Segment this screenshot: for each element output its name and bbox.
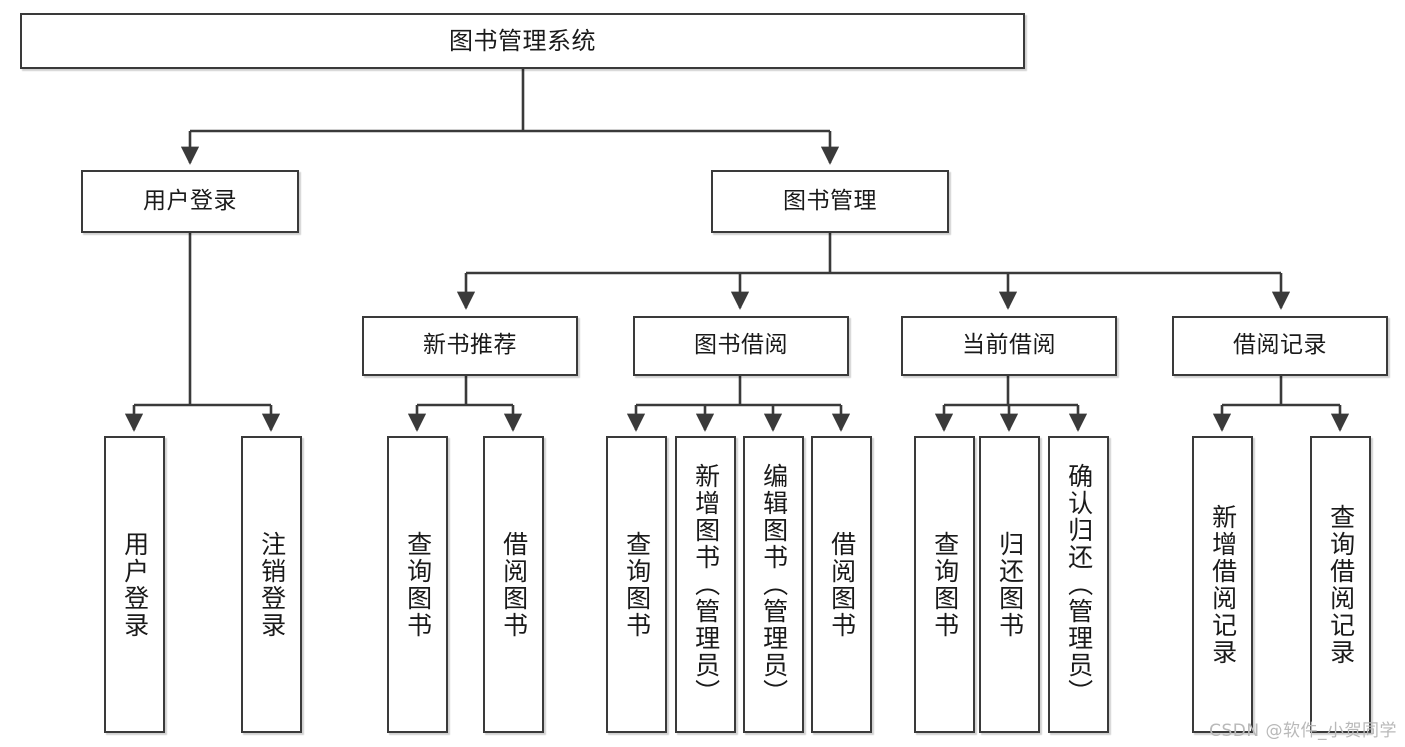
node-book-management[interactable]: 图书管理 — [711, 170, 949, 233]
node-label: 图书管理 — [783, 187, 877, 214]
node-new-book-recommend[interactable]: 新书推荐 — [362, 316, 578, 376]
leaf-current-borrow-confirm-return[interactable]: 确认归还（管理员） — [1048, 436, 1109, 733]
leaf-current-borrow-query[interactable]: 查询图书 — [914, 436, 975, 733]
node-borrow-record[interactable]: 借阅记录 — [1172, 316, 1388, 376]
node-label: 当前借阅 — [962, 332, 1056, 359]
node-label: 查询借阅记录 — [1326, 503, 1356, 666]
node-label: 注销登录 — [257, 530, 287, 639]
node-label: 图书借阅 — [694, 332, 788, 359]
leaf-borrow-record-query[interactable]: 查询借阅记录 — [1310, 436, 1371, 733]
leaf-borrow-record-add[interactable]: 新增借阅记录 — [1192, 436, 1253, 733]
node-label: 确认归还（管理员） — [1064, 463, 1094, 706]
node-label: 新书推荐 — [423, 332, 517, 359]
node-label: 用户登录 — [120, 530, 150, 639]
leaf-new-book-borrow[interactable]: 借阅图书 — [483, 436, 544, 733]
leaf-book-borrow-add[interactable]: 新增图书（管理员） — [675, 436, 736, 733]
watermark-text: CSDN @软件_小贺同学 — [1209, 721, 1397, 741]
node-book-borrow[interactable]: 图书借阅 — [633, 316, 849, 376]
node-label: 新增借阅记录 — [1208, 503, 1238, 666]
node-label: 用户登录 — [143, 187, 237, 214]
node-label: 图书管理系统 — [449, 26, 596, 55]
node-label: 借阅图书 — [499, 530, 529, 639]
leaf-new-book-query[interactable]: 查询图书 — [387, 436, 448, 733]
leaf-book-borrow-borrow[interactable]: 借阅图书 — [811, 436, 872, 733]
node-current-borrow[interactable]: 当前借阅 — [901, 316, 1117, 376]
node-user-login[interactable]: 用户登录 — [81, 170, 299, 233]
node-label: 查询图书 — [403, 530, 433, 639]
leaf-book-borrow-query[interactable]: 查询图书 — [606, 436, 667, 733]
node-label: 借阅记录 — [1233, 332, 1327, 359]
leaf-current-borrow-return[interactable]: 归还图书 — [979, 436, 1040, 733]
node-label: 编辑图书（管理员） — [759, 463, 789, 706]
node-label: 借阅图书 — [827, 530, 857, 639]
node-label: 查询图书 — [930, 530, 960, 639]
node-label: 查询图书 — [622, 530, 652, 639]
node-root-system[interactable]: 图书管理系统 — [20, 13, 1025, 69]
node-label: 新增图书（管理员） — [691, 463, 721, 706]
leaf-user-login-login[interactable]: 用户登录 — [104, 436, 165, 733]
leaf-book-borrow-edit[interactable]: 编辑图书（管理员） — [743, 436, 804, 733]
leaf-user-login-logout[interactable]: 注销登录 — [241, 436, 302, 733]
node-label: 归还图书 — [995, 530, 1025, 639]
